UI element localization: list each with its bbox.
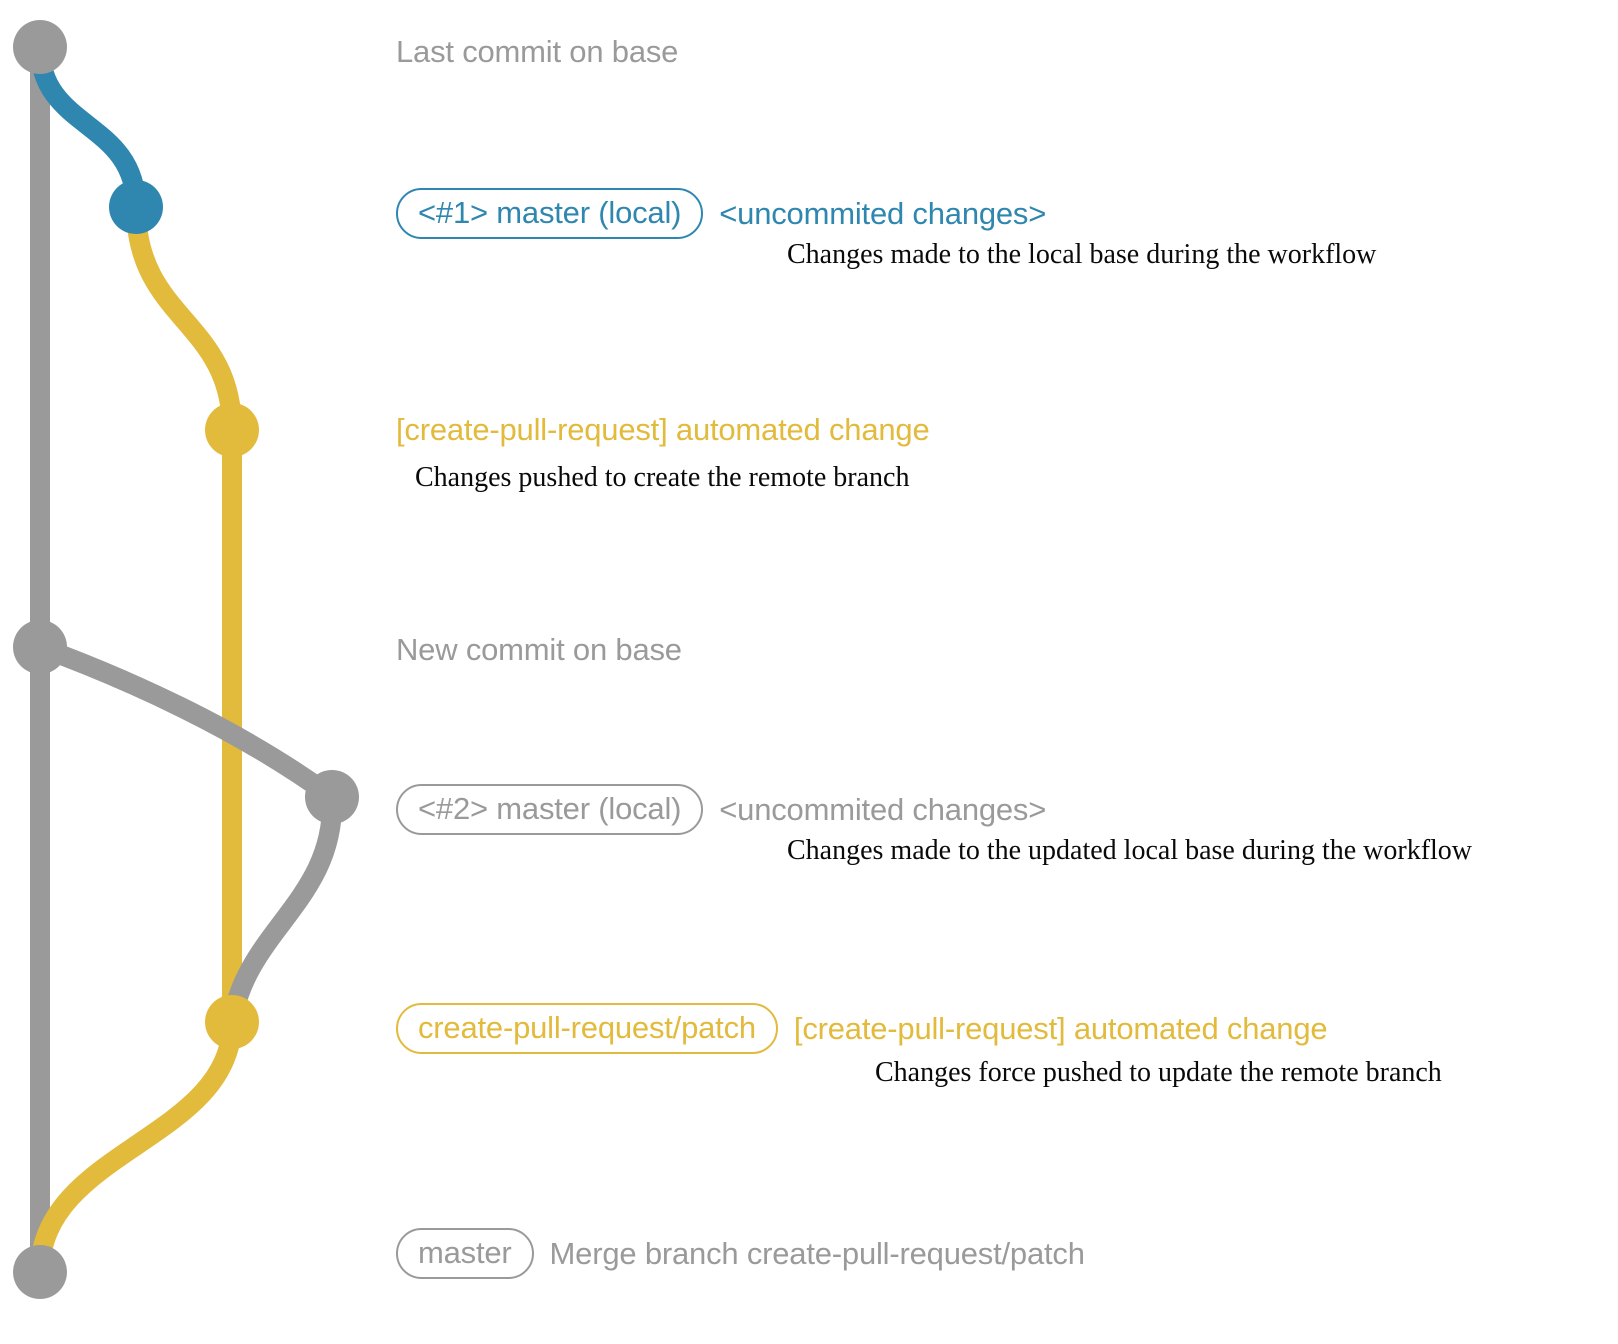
commit-node-base-new[interactable]: [13, 620, 67, 674]
badge-master[interactable]: master: [396, 1228, 534, 1279]
git-graph: [13, 20, 359, 1299]
headline-new-commit-on-base: New commit on base: [396, 632, 682, 667]
commit-node-local-1[interactable]: [109, 180, 163, 234]
description-remote-branch-updated: Changes force pushed to update the remot…: [875, 1057, 1442, 1088]
branch-line-local-2-out: [222, 787, 343, 1032]
commit-message-local-1: <uncommited changes>: [719, 195, 1047, 231]
row-merge-commit: master Merge branch create-pull-request/…: [396, 1228, 1085, 1279]
badge-create-pull-request-patch[interactable]: create-pull-request/patch: [396, 1003, 778, 1054]
branch-line-local-1: [30, 37, 146, 217]
badge-master-local-1[interactable]: <#1> master (local): [396, 188, 704, 239]
commit-message-merge: Merge branch create-pull-request/patch: [549, 1235, 1085, 1271]
row-last-commit-on-base: Last commit on base: [396, 34, 678, 70]
commit-node-patch-1[interactable]: [205, 403, 259, 457]
row-local-change-1: <#1> master (local) <uncommited changes>: [396, 188, 1046, 239]
description-remote-branch-created: Changes pushed to create the remote bran…: [415, 462, 910, 493]
description-local-change-1: Changes made to the local base during th…: [787, 239, 1377, 270]
commit-message-remote-branch-updated: [create-pull-request] automated change: [793, 1010, 1328, 1046]
commit-node-merge[interactable]: [13, 1245, 67, 1299]
commit-message-local-2: <uncommited changes>: [719, 791, 1047, 827]
badge-master-local-2[interactable]: <#2> master (local): [396, 784, 704, 835]
headline-last-commit-on-base: Last commit on base: [396, 34, 679, 69]
row-remote-branch-updated: create-pull-request/patch [create-pull-r…: [396, 1003, 1328, 1054]
commit-node-patch-2[interactable]: [205, 995, 259, 1049]
row-new-commit-on-base: New commit on base: [396, 632, 682, 668]
commit-node-base-last[interactable]: [13, 20, 67, 74]
row-local-change-2: <#2> master (local) <uncommited changes>: [396, 784, 1046, 835]
branch-line-local-2-in: [30, 637, 342, 807]
branch-line-patch-merge: [30, 1012, 242, 1282]
commit-node-local-2[interactable]: [305, 770, 359, 824]
description-local-change-2: Changes made to the updated local base d…: [787, 835, 1473, 866]
row-remote-branch-created: [create-pull-request] automated change: [396, 412, 930, 448]
headline-remote-branch-created: [create-pull-request] automated change: [396, 412, 930, 447]
